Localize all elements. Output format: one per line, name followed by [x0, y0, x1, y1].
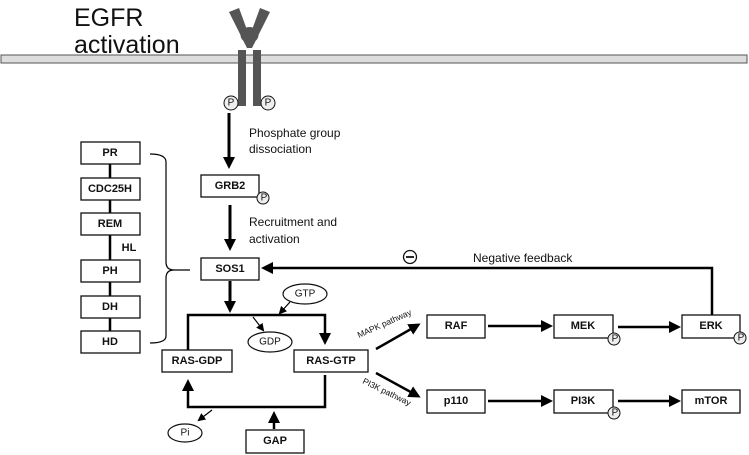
negative-feedback-label: Negative feedback: [473, 251, 573, 265]
phosphate-label-2: dissociation: [249, 142, 312, 156]
arrow-mapk: [375, 323, 421, 351]
svg-text:P: P: [265, 98, 272, 109]
phospho-circle-left: P: [223, 95, 239, 111]
domain-dh: DH: [80, 295, 141, 319]
svg-text:GAP: GAP: [263, 435, 287, 447]
node-p110: p110: [426, 389, 486, 414]
svg-text:P: P: [738, 333, 745, 344]
svg-text:DH: DH: [102, 301, 118, 313]
node-sos1: SOS1: [200, 257, 260, 281]
node-grb2: GRB2 P: [200, 174, 270, 205]
svg-text:PR: PR: [102, 147, 117, 159]
svg-text:HD: HD: [102, 336, 118, 348]
node-raf: RAF: [426, 314, 486, 339]
svg-text:PI3K: PI3K: [571, 395, 596, 407]
svg-text:Pi: Pi: [181, 428, 190, 439]
svg-text:RAF: RAF: [445, 320, 468, 332]
arrow-gtp-in: [278, 301, 291, 315]
phospho-circle-right: P: [260, 95, 276, 111]
svg-text:ERK: ERK: [699, 320, 722, 332]
domain-rem: REM: [80, 212, 141, 236]
node-mek: MEK P: [553, 314, 621, 346]
node-ras-gdp: RAS-GDP: [161, 349, 233, 373]
title-line1: EGFR: [74, 4, 143, 32]
node-ras-gtp: RAS-GTP: [293, 349, 369, 373]
node-pi3k: PI3K P: [553, 389, 621, 420]
svg-text:mTOR: mTOR: [695, 395, 728, 407]
recruit-label-2: activation: [249, 232, 300, 246]
domain-cdc25h: CDC25H: [80, 177, 141, 201]
domain-ph: PH: [80, 259, 141, 283]
molecule-gdp: GDP: [247, 331, 293, 353]
sos1-domain-column: PR CDC25H REM PH DH HD HL: [80, 141, 141, 354]
domain-hd: HD: [80, 330, 141, 354]
hl-label: HL: [122, 242, 137, 254]
svg-text:MEK: MEK: [571, 320, 596, 332]
negative-feedback-line: [261, 262, 714, 315]
svg-text:p110: p110: [444, 395, 468, 407]
domain-brace: [149, 153, 190, 344]
mapk-label: MAPK pathway: [356, 307, 414, 340]
ras-cycle: [182, 313, 331, 429]
svg-text:SOS1: SOS1: [215, 263, 244, 275]
molecule-gtp: GTP: [282, 283, 328, 305]
svg-text:REM: REM: [98, 218, 122, 230]
svg-text:P: P: [228, 98, 235, 109]
arrow-gdp-out: [252, 316, 265, 332]
node-gap: GAP: [245, 429, 305, 454]
cell-membrane: [0, 54, 748, 64]
svg-text:CDC25H: CDC25H: [88, 183, 132, 195]
svg-text:P: P: [612, 408, 619, 419]
arrow-pi3k: [375, 371, 421, 398]
inhibition-symbol: [402, 249, 418, 265]
svg-text:RAS-GDP: RAS-GDP: [172, 355, 223, 367]
domain-pr: PR: [80, 141, 141, 165]
svg-text:PH: PH: [102, 265, 117, 277]
pi3k-label: PI3K pathway: [361, 376, 413, 408]
svg-text:P: P: [612, 334, 619, 345]
molecule-pi: Pi: [167, 423, 203, 443]
phosphate-label-1: Phosphate group: [249, 126, 341, 140]
arrow-pi-out: [197, 409, 213, 422]
node-erk: ERK P: [681, 314, 747, 345]
svg-text:GTP: GTP: [295, 289, 316, 300]
title-line2: activation: [74, 31, 180, 59]
svg-text:P: P: [261, 193, 268, 204]
svg-text:GDP: GDP: [259, 337, 281, 348]
recruit-label-1: Recruitment and: [249, 215, 337, 229]
node-mtor: mTOR: [681, 389, 741, 414]
svg-text:RAS-GTP: RAS-GTP: [306, 355, 356, 367]
svg-text:GRB2: GRB2: [215, 180, 246, 192]
egfr-receptor: [229, 8, 270, 106]
